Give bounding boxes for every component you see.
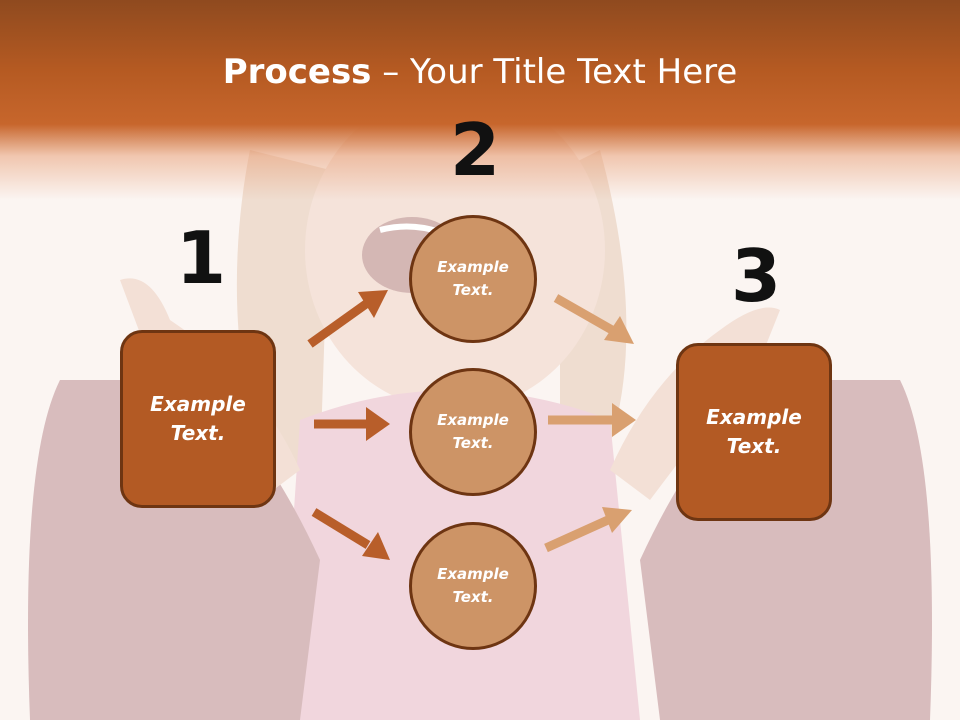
right-box-line2: Text. [726, 434, 782, 458]
circle-bottom-line1: Example [437, 565, 509, 583]
title-rest: – Your Title Text Here [371, 52, 738, 92]
circle-top-line2: Text. [452, 281, 494, 299]
circle-top: Example Text. [409, 215, 537, 343]
circle-top-line1: Example [437, 258, 509, 276]
slide-title: Process – Your Title Text Here [0, 52, 960, 92]
right-box: Example Text. [676, 343, 832, 521]
arrow-top-to-right [553, 294, 634, 344]
circle-middle-line2: Text. [452, 434, 494, 452]
arrow-middle-to-right [548, 403, 636, 437]
step-number-3: 3 [731, 234, 782, 318]
right-box-line1: Example [706, 405, 802, 429]
left-box-line2: Text. [170, 421, 226, 445]
arrow-left-to-middle [314, 407, 390, 441]
step-number-1: 1 [176, 216, 227, 300]
circle-bottom-line2: Text. [452, 588, 494, 606]
header-band [0, 0, 960, 200]
step-number-2: 2 [450, 108, 501, 192]
circle-bottom: Example Text. [409, 522, 537, 650]
arrow-bottom-to-right [544, 507, 632, 553]
left-box: Example Text. [120, 330, 276, 508]
arrow-left-to-top [307, 290, 388, 348]
left-box-line1: Example [150, 392, 246, 416]
circle-middle: Example Text. [409, 368, 537, 496]
title-bold: Process [222, 52, 372, 92]
circle-middle-line1: Example [437, 411, 509, 429]
arrow-left-to-bottom [311, 508, 390, 560]
